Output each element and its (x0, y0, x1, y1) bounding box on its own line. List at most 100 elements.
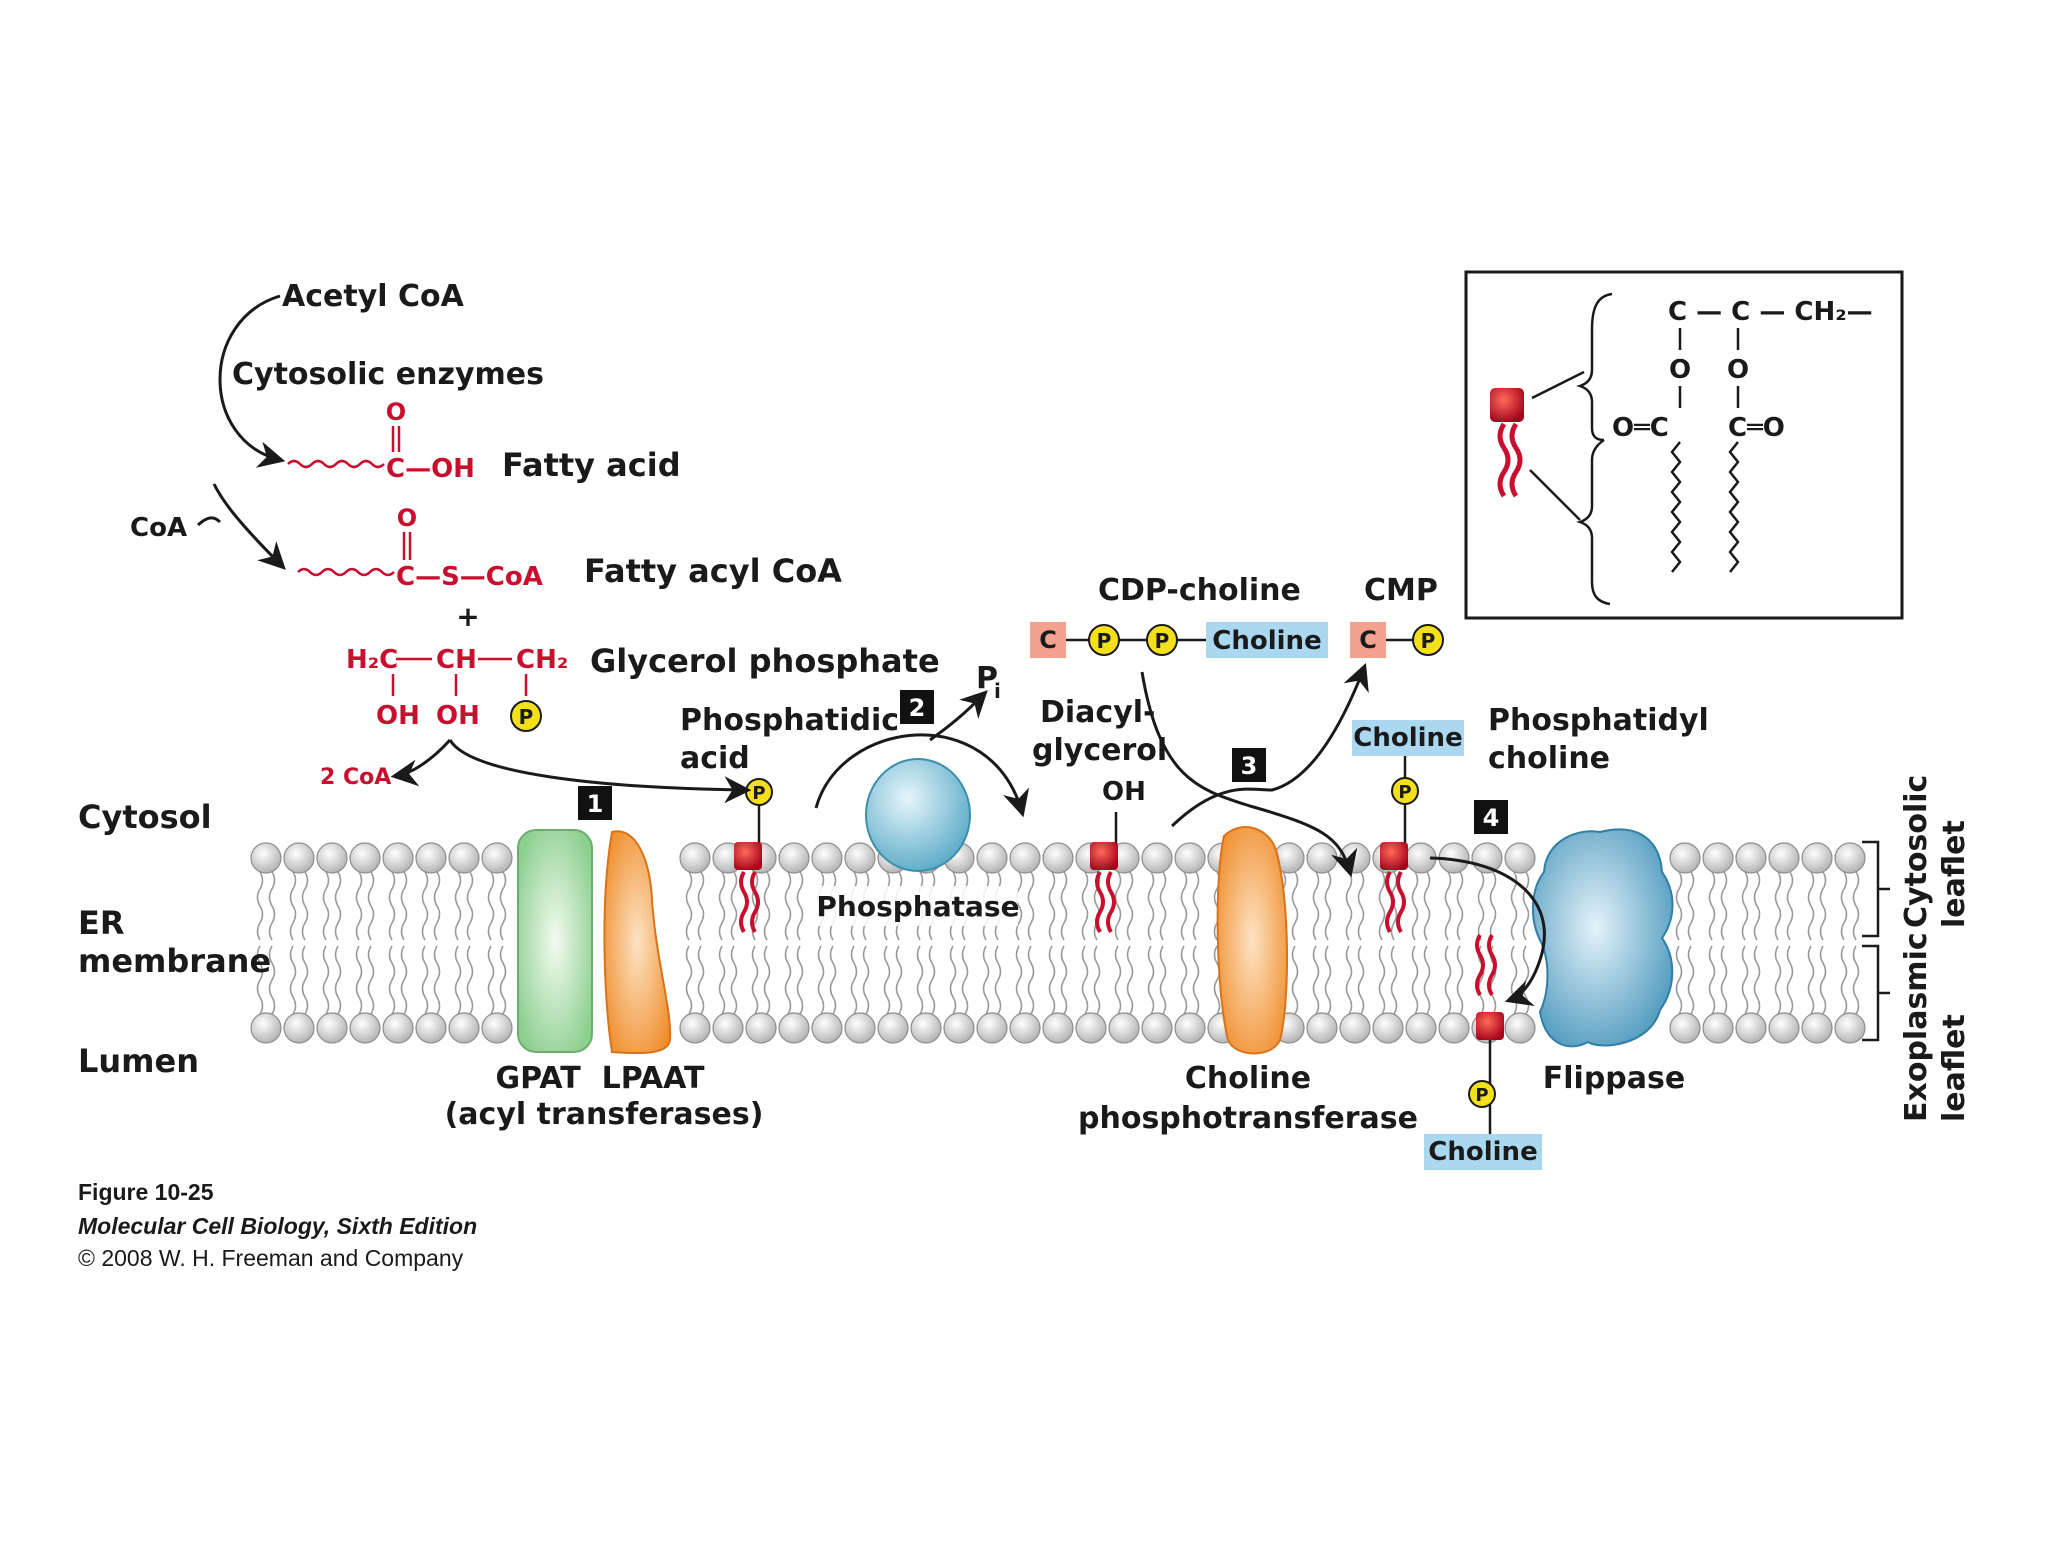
lipid-tail (1741, 871, 1749, 941)
svg-text:C═O: C═O (1728, 413, 1785, 443)
lipid-head (877, 1012, 909, 1044)
svg-text:3: 3 (1241, 752, 1258, 780)
lipid-tail (718, 871, 726, 941)
lipid-tail (400, 871, 408, 941)
lipid-head (1669, 1012, 1701, 1044)
lipid-tail (1060, 871, 1068, 941)
phosphatase-label: Phosphatase (816, 886, 1020, 926)
svg-text:P: P (1155, 629, 1170, 653)
lipid-tail (1126, 871, 1134, 941)
lipid-tail (1786, 945, 1794, 1015)
lipid-head (1009, 1012, 1041, 1044)
plus-sign: + (456, 600, 479, 633)
lipid-head (1306, 1012, 1338, 1044)
lipid-head (976, 842, 1008, 874)
lipid-tail (1390, 945, 1398, 1015)
lipid-tail (982, 945, 990, 1015)
lipid-tail (1081, 945, 1089, 1015)
lipid-tail (1423, 871, 1431, 941)
lipid-tail (763, 871, 771, 941)
lipid-tail (1114, 871, 1122, 941)
choline-tag-exoplasmic: Choline (1424, 1134, 1542, 1170)
lipid-tail (1324, 945, 1332, 1015)
lipid-tail (796, 871, 804, 941)
lipid-tail (1741, 945, 1749, 1015)
coa-label: CoA (130, 513, 187, 543)
pathway-arrows (196, 294, 1546, 1006)
lipid-tail (421, 945, 429, 1015)
lipid-head (1339, 1012, 1371, 1044)
svg-text:Phosphatase: Phosphatase (816, 890, 1019, 923)
svg-text:1: 1 (587, 790, 604, 818)
lipid-tail (1708, 871, 1716, 941)
exoplasmic-leaflet-label-2: leaflet (1937, 1014, 1972, 1122)
lipid-tail (355, 871, 363, 941)
lipid-head (1735, 1012, 1767, 1044)
cmp-label: CMP (1364, 573, 1438, 608)
lipid-tail (829, 945, 837, 1015)
lipid-tail (1444, 945, 1452, 1015)
lipid-tail (388, 945, 396, 1015)
diacylglycerol-label-2: glycerol (1032, 733, 1167, 768)
arrow-to-phosphatidic (448, 739, 752, 804)
step-badge-3: 3 (1232, 748, 1266, 782)
svg-text:C—OH: C—OH (386, 454, 475, 484)
phosphatidic-acid-label-2: acid (680, 741, 750, 776)
arrow-dag-to-cmp (1170, 662, 1369, 828)
diacylglycerol-label-1: Diacyl- (1040, 695, 1156, 730)
cytosolic-leaflet-label-2: leaflet (1937, 820, 1972, 928)
lipid-tail (1489, 871, 1497, 941)
lipid-tail (1840, 871, 1848, 941)
lipid-tail (256, 871, 264, 941)
lipid-tail (718, 945, 726, 1015)
lipid-head (316, 1012, 348, 1044)
lipid-head (415, 1012, 447, 1044)
lipid-tail (289, 871, 297, 941)
lipid-head (1801, 842, 1833, 874)
fatty-acid-label: Fatty acid (502, 446, 681, 484)
lipid-head (1702, 842, 1734, 874)
choline-phosphotransferase-label-1: Choline (1185, 1061, 1311, 1096)
lipid-tail (895, 945, 903, 1015)
step-badge-2: 2 (900, 690, 934, 724)
lipid-tail (301, 871, 309, 941)
lipid-tail (1852, 871, 1860, 941)
lipid-head (679, 842, 711, 874)
lipid-tail (1114, 945, 1122, 1015)
svg-text:C: C (1039, 626, 1057, 654)
svg-text:P: P (1421, 629, 1436, 653)
lipid-tail (1522, 945, 1530, 1015)
lipid-tail (1444, 871, 1452, 941)
lipid-head (910, 1012, 942, 1044)
lipid-tail (1852, 945, 1860, 1015)
lipid-tail (862, 945, 870, 1015)
svg-text:CH₂: CH₂ (516, 645, 568, 675)
lipid-head (382, 842, 414, 874)
lipid-tail (1456, 945, 1464, 1015)
lipid-head (349, 1012, 381, 1044)
lipid-head (1174, 1012, 1206, 1044)
flippase-protein (1531, 828, 1674, 1048)
lipid-tail (1345, 945, 1353, 1015)
lipid-head (1669, 842, 1701, 874)
lipid-tail (751, 945, 759, 1015)
lipid-tail (1159, 945, 1167, 1015)
step-badge-4: 4 (1474, 800, 1508, 834)
lipid-head (283, 842, 315, 874)
lipid-tail (1324, 871, 1332, 941)
lipid-tail (961, 945, 969, 1015)
lumen-label: Lumen (78, 1042, 199, 1080)
lipid-tail (301, 945, 309, 1015)
lipid-tail (949, 945, 957, 1015)
lipid-tail (1192, 871, 1200, 941)
lipid-head (1768, 1012, 1800, 1044)
lipid-tail (1345, 871, 1353, 941)
two-coa-label: 2 CoA (320, 765, 391, 790)
fatty-acyl-coa-structure: O C—S—CoA (297, 504, 543, 592)
lipid-tail (1687, 871, 1695, 941)
lipid-head (844, 1012, 876, 1044)
lipid-tail (268, 945, 276, 1015)
lipid-tail (433, 945, 441, 1015)
lipid-tail (883, 945, 891, 1015)
leaflet-brackets (1862, 840, 1890, 1042)
